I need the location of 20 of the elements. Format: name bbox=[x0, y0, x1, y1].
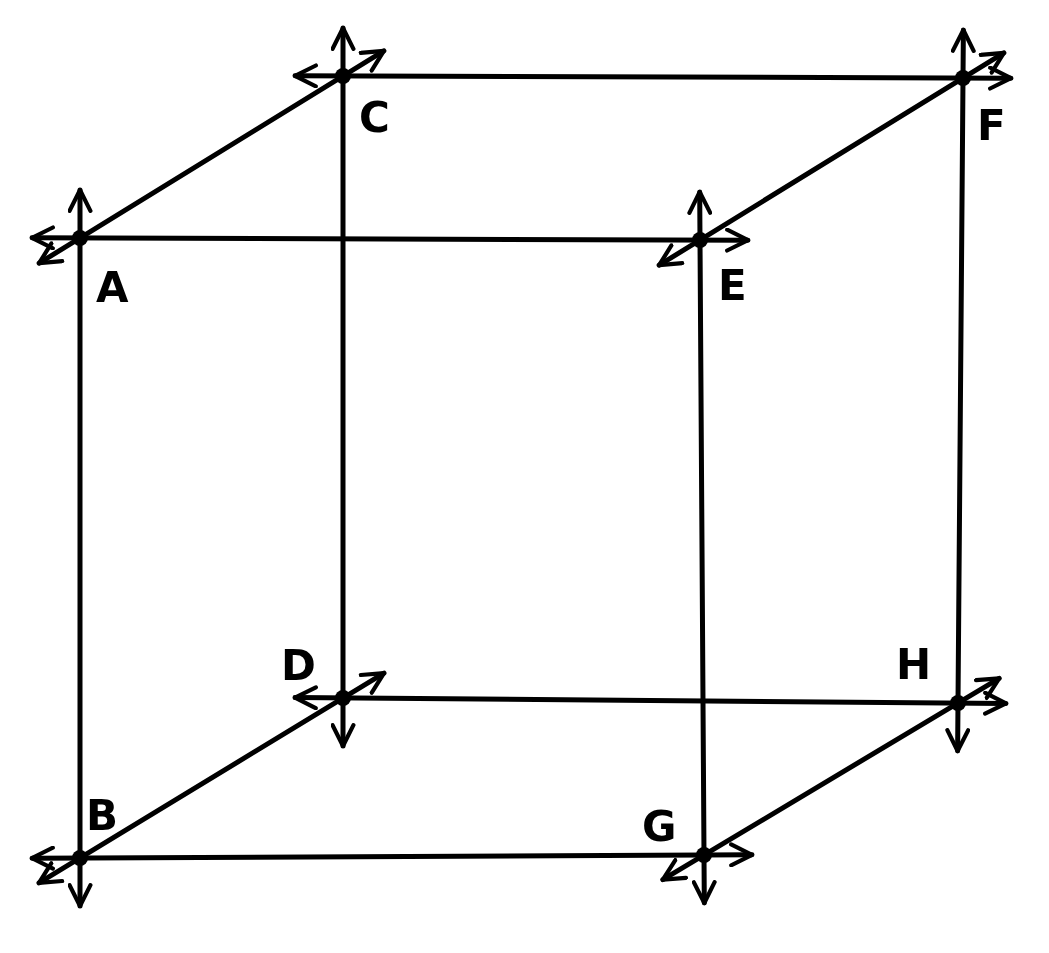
line bbox=[945, 27, 976, 754]
line bbox=[687, 189, 717, 906]
point-label: F bbox=[977, 104, 1006, 148]
line bbox=[292, 685, 1009, 716]
point-label: B bbox=[86, 794, 118, 838]
point-label: E bbox=[718, 264, 747, 308]
point-label: D bbox=[281, 644, 316, 688]
point-label: G bbox=[642, 805, 677, 849]
line bbox=[29, 225, 751, 253]
line bbox=[660, 675, 1002, 883]
line bbox=[656, 50, 1007, 268]
line bbox=[292, 63, 1014, 91]
line bbox=[330, 25, 356, 749]
line bbox=[36, 48, 387, 266]
line bbox=[29, 842, 755, 871]
point-label: H bbox=[896, 643, 932, 687]
line bbox=[36, 670, 387, 886]
point-label: A bbox=[96, 266, 129, 310]
line bbox=[67, 187, 93, 909]
point-label: C bbox=[359, 96, 390, 140]
